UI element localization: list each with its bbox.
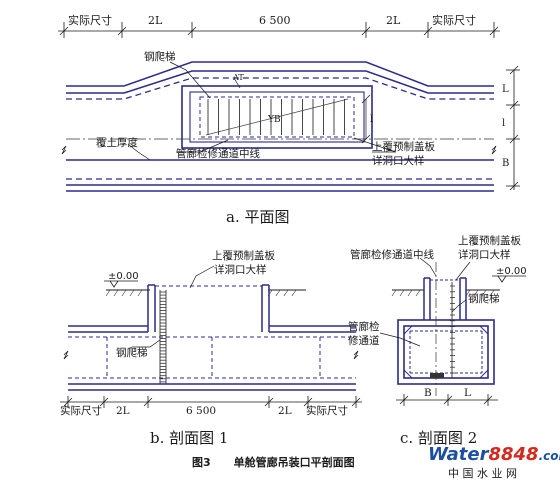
plan-view: 实际尺寸 2L 6 500 2L 实际尺寸	[58, 13, 520, 226]
section1-dim-actual-right: 实际尺寸	[306, 404, 348, 417]
plan-label-centerline: 管廊检修通道中线	[176, 147, 260, 160]
section1-dim-2l-left: 2L	[116, 405, 130, 417]
section1-dashed-lines	[68, 336, 356, 379]
plan-dim-right-b: B	[502, 158, 509, 169]
plan-diagonal	[205, 98, 349, 136]
plan-label-yb: YB	[267, 115, 281, 125]
section1-shaft	[147, 284, 270, 332]
section2-box	[397, 319, 495, 385]
section-2-view: ±0.00 管廊检修通道中线 上覆预制盖板 详洞口大样 钢爬梯 管廊检 修通道 …	[348, 234, 527, 447]
section1-dim-6500: 6 500	[186, 405, 216, 417]
section2-label-channel-2: 修通道	[348, 334, 380, 347]
section2-shaft	[423, 277, 467, 320]
plan-dim-right-l-lower: l	[502, 118, 505, 129]
plan-dim-6500: 6 500	[259, 14, 291, 27]
watermark-logo: Water8848.com 中 国 水 业 网	[428, 444, 560, 480]
section1-ladder	[159, 290, 167, 384]
plan-label-ladder: 钢爬梯	[144, 50, 176, 63]
watermark-brand-com: .com	[539, 449, 560, 463]
figure-caption: 图3 单舱管廊吊装口平剖面图	[192, 455, 355, 469]
plan-dim-right-l-upper: L	[502, 84, 509, 95]
section2-elevation: ±0.00	[496, 266, 527, 277]
section2-caption: c. 剖面图 2	[400, 429, 477, 447]
plan-corridor-dashed	[66, 77, 494, 180]
section2-box-dashed	[409, 330, 483, 374]
section1-elevation: ±0.00	[108, 271, 139, 282]
plan-dim-actual-left: 实际尺寸	[68, 13, 112, 27]
section1-dim-actual-left: 实际尺寸	[60, 404, 102, 417]
section2-label-slab-detail: 详洞口大样	[458, 248, 511, 261]
section2-dim-l: L	[464, 387, 471, 399]
watermark-brand-8848: 8848	[488, 444, 538, 465]
section2-label-centerline: 管廊检修通道中线	[350, 248, 434, 261]
section1-dim-2l-right: 2L	[278, 405, 292, 417]
section2-ladder-rungs	[450, 285, 455, 374]
section1-ground-hatch	[105, 289, 297, 297]
section2-elevation-marker	[492, 275, 526, 283]
plan-inner-l-dim	[361, 94, 371, 144]
plan-caption: a. 平面图	[226, 208, 289, 226]
svg-text:Water8848.com: Water8848.com	[428, 444, 560, 465]
section1-caption: b. 剖面图 1	[150, 429, 228, 447]
section1-break-marks	[63, 350, 359, 360]
plan-ladder-rungs	[207, 99, 345, 135]
plan-inner-l: l	[370, 114, 373, 125]
plan-leaders	[127, 61, 397, 161]
plan-dim-2l-right: 2L	[386, 14, 401, 27]
plan-opening	[181, 85, 373, 149]
watermark-subtitle: 中 国 水 业 网	[448, 467, 517, 480]
section1-label-slab: 上覆预制盖板	[212, 249, 275, 262]
section2-leaders	[379, 257, 471, 347]
plan-yb-tick	[233, 77, 241, 89]
plan-corridor-outline	[66, 61, 494, 192]
section1-label-ladder: 钢爬梯	[116, 346, 148, 359]
section-1-view: ±0.00 上覆预制盖板 详洞口大样 钢爬梯 实际尺寸 2L 6 500 2L …	[60, 249, 362, 447]
plan-label-slab-detail: 详洞口大样	[372, 154, 425, 167]
section2-sump	[430, 373, 444, 378]
section2-haunches	[403, 325, 489, 379]
section2-dim-b: B	[424, 387, 432, 399]
section1-corridor	[68, 325, 356, 391]
plan-top-dimension	[58, 22, 500, 38]
plan-label-slab: 上覆预制盖板	[372, 140, 435, 153]
plan-dim-actual-right: 实际尺寸	[432, 13, 476, 27]
plan-right-dimension	[506, 65, 520, 191]
section1-ladder-rungs	[160, 291, 166, 383]
section1-bottom-dimension	[60, 396, 362, 408]
section1-leaders	[132, 265, 215, 348]
section2-bottom-dimension	[396, 394, 498, 406]
plan-section-mark: AT	[232, 73, 244, 82]
section1-elevation-marker	[104, 280, 138, 288]
section2-label-ladder: 钢爬梯	[468, 292, 500, 305]
plan-break-marks	[61, 145, 497, 155]
plan-label-cover: 覆土厚度	[96, 136, 138, 149]
section1-label-slab-detail: 详洞口大样	[214, 263, 267, 276]
plan-dim-2l-left: 2L	[148, 14, 163, 27]
watermark-brand-water: Water	[428, 444, 490, 465]
section2-label-channel: 管廊检	[348, 320, 380, 333]
section2-label-slab: 上覆预制盖板	[458, 234, 521, 247]
